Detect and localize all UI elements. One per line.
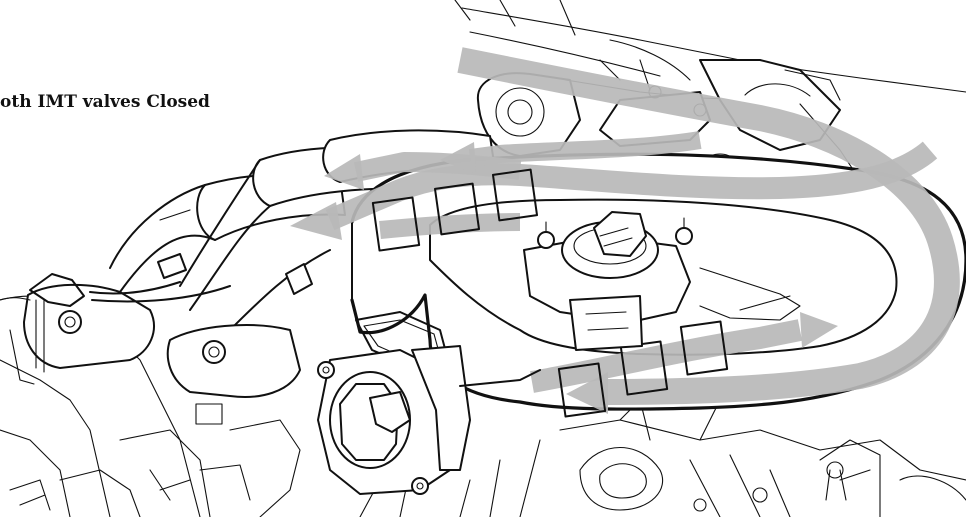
valve-window-2 bbox=[433, 182, 481, 236]
imt-valve-windows bbox=[371, 168, 729, 418]
diagram-caption: oth IMT valves Closed bbox=[0, 92, 210, 112]
valve-window-3 bbox=[491, 168, 539, 222]
imt-actuator-lower bbox=[317, 345, 541, 495]
valve-window-4 bbox=[557, 362, 607, 418]
valve-window-6 bbox=[679, 320, 729, 376]
valve-window-1 bbox=[371, 196, 421, 252]
airflow-arrows bbox=[290, 47, 960, 414]
imt-actuator-center bbox=[523, 211, 801, 351]
